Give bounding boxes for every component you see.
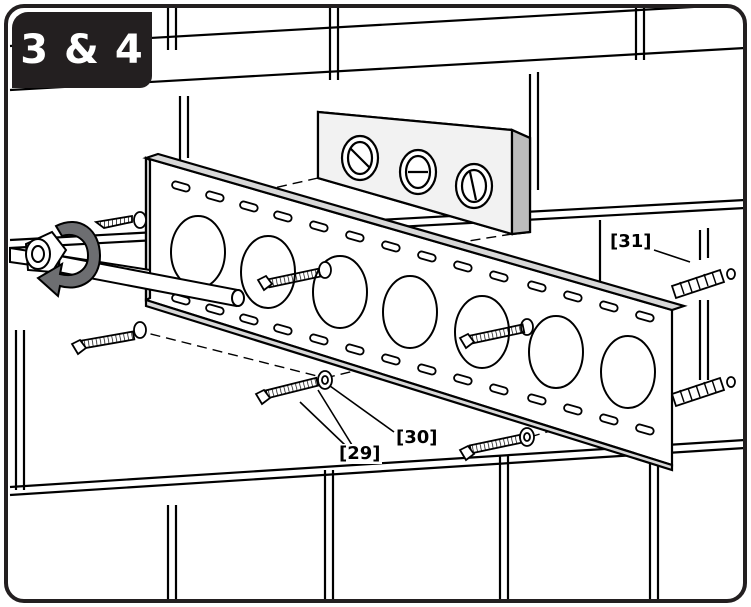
rotation-arrow-icon bbox=[36, 220, 102, 298]
washer-icon bbox=[317, 370, 535, 447]
lag-screw-icon bbox=[70, 214, 526, 462]
socket-wrench-icon bbox=[9, 230, 245, 308]
anchor-callout: [31] bbox=[609, 231, 653, 252]
washer-callout: [30] bbox=[395, 427, 439, 448]
spirit-level-icon bbox=[316, 110, 532, 236]
step-number-badge: 3 & 4 bbox=[12, 12, 152, 88]
wall-anchor-icon bbox=[670, 268, 736, 408]
wall-plate-icon bbox=[133, 152, 688, 472]
screw-callout: [29] bbox=[338, 443, 382, 464]
